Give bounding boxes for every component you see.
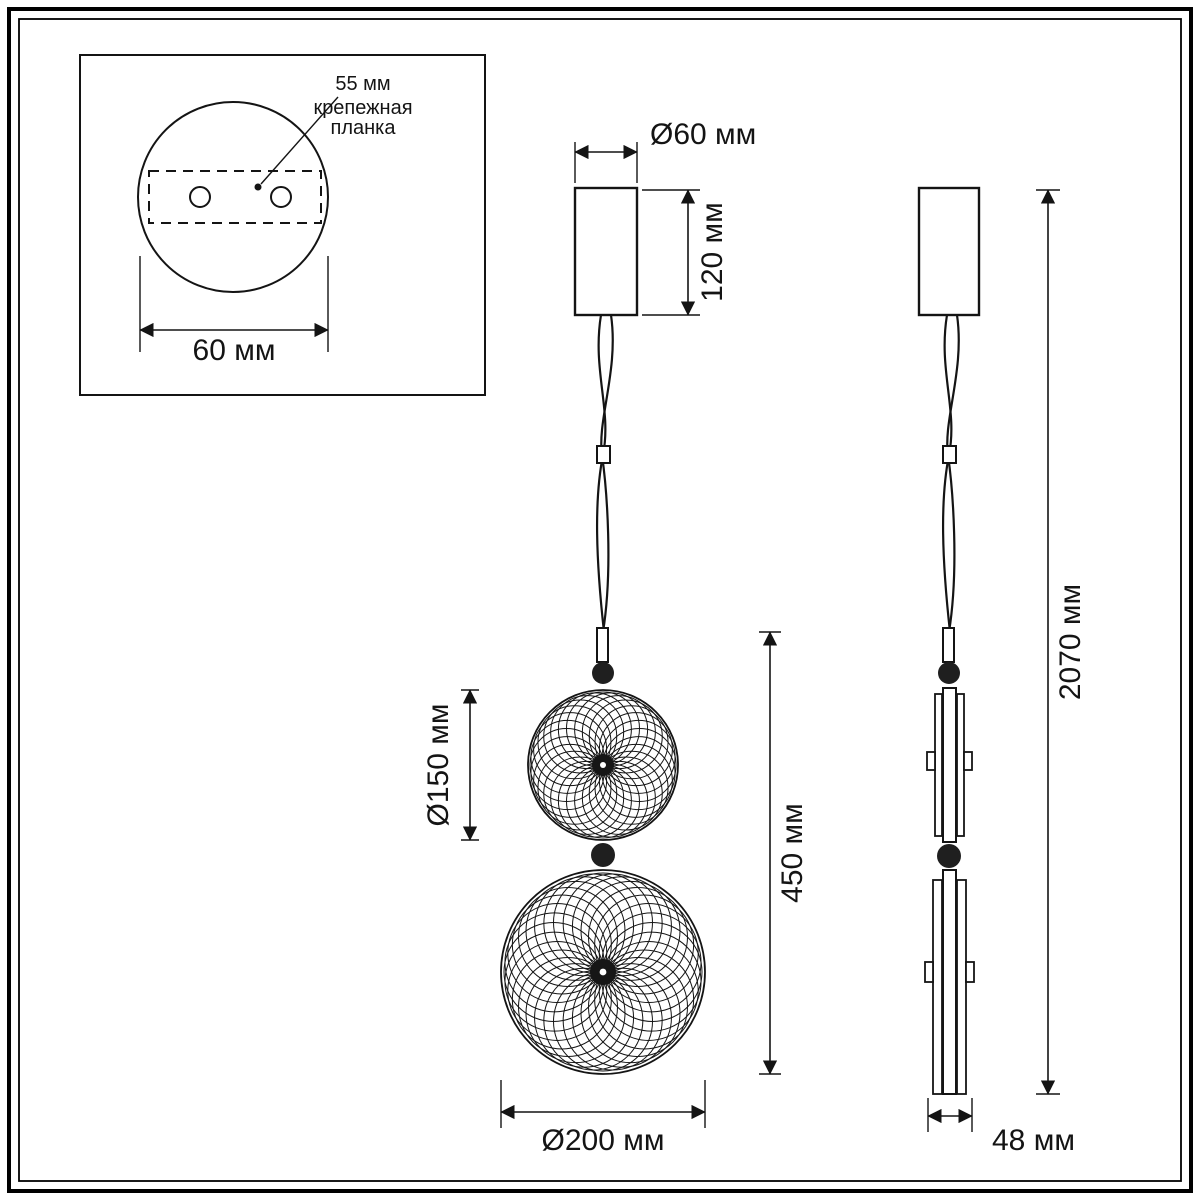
dim-small-disc-diameter: Ø150 мм	[422, 689, 479, 841]
dim-hole-spacing-label: 55 мм	[335, 73, 390, 95]
plate-label-line1: крепежная	[313, 97, 412, 119]
ball-middle-front	[591, 843, 615, 867]
dim-canopy-diameter-label: Ø60 мм	[650, 118, 756, 151]
dim-large-disc-diameter-label: Ø200 мм	[542, 1124, 665, 1157]
hanger-rod-side	[942, 627, 955, 663]
frame-inner	[18, 18, 1182, 1182]
ball-middle-side	[937, 844, 961, 868]
canopy-top-view	[137, 101, 329, 293]
dim-body-height: 450 мм	[759, 631, 809, 1075]
plate-label-line2: планка	[331, 117, 397, 139]
dim-plate-width-label: 60 мм	[193, 334, 276, 367]
suspension-cord-front	[595, 314, 614, 633]
leader-line	[260, 96, 339, 185]
canopy-side	[917, 186, 981, 317]
ball-top-side	[938, 662, 960, 684]
hanger-rod-front	[596, 627, 609, 663]
center-mark	[254, 183, 262, 191]
dim-large-disc-diameter: Ø200 мм	[500, 1080, 706, 1157]
dim-total-height: 2070 мм	[1036, 189, 1087, 1095]
front-view: Ø60 мм 120 мм	[422, 118, 809, 1157]
mounting-plate-detail: 55 мм крепежная планка 60 мм	[79, 54, 486, 396]
ball-top-front	[592, 662, 614, 684]
dim-body-height-label: 450 мм	[776, 803, 809, 903]
dim-total-height-label: 2070 мм	[1054, 584, 1087, 700]
screw-hole-right	[270, 186, 292, 208]
large-disc-side	[924, 869, 975, 1095]
dim-small-disc-diameter-label: Ø150 мм	[422, 704, 455, 827]
dim-canopy-height: 120 мм	[642, 189, 729, 316]
cord-clamp-side	[942, 445, 957, 464]
mounting-plate-dashed	[148, 170, 322, 224]
large-disc-front	[500, 869, 706, 1075]
suspension-cord-side	[941, 314, 960, 633]
dim-canopy-diameter: Ø60 мм	[574, 118, 756, 183]
frame-outer	[7, 7, 1193, 1193]
small-disc-side	[926, 687, 973, 843]
screw-hole-left	[189, 186, 211, 208]
dim-depth: 48 мм	[927, 1098, 1075, 1157]
cord-clamp-front	[596, 445, 611, 464]
dim-depth-label: 48 мм	[992, 1124, 1075, 1157]
dim-plate-width: 60 мм	[139, 256, 329, 367]
dim-canopy-height-label: 120 мм	[696, 202, 729, 302]
canopy-front	[573, 186, 639, 317]
detail-box	[79, 54, 486, 396]
small-disc-front	[527, 689, 679, 841]
side-view: 2070 мм 48 мм	[917, 186, 1087, 1157]
